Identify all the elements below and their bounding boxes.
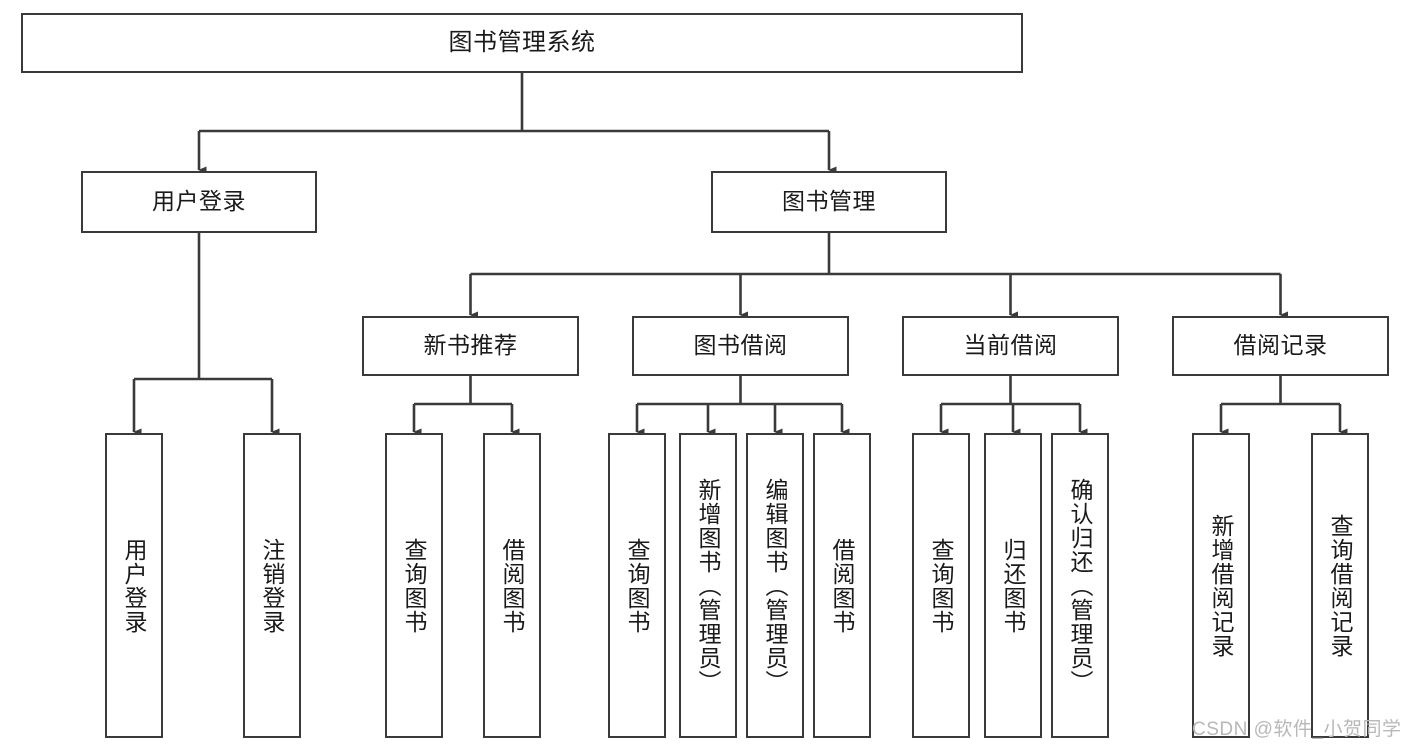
node-login[interactable]: 用户登录 xyxy=(81,171,317,233)
node-label: 借阅图书 xyxy=(829,537,856,634)
edge-group xyxy=(132,73,1348,436)
node-f-add[interactable]: 新增图书（管理员） xyxy=(679,433,737,738)
node-label: 确认归还（管理员） xyxy=(1067,477,1094,694)
node-label: 新增借阅记录 xyxy=(1208,513,1235,658)
node-label: 查询图书 xyxy=(928,537,955,634)
node-f-edit[interactable]: 编辑图书（管理员） xyxy=(746,433,804,738)
node-f-queryrec[interactable]: 查询借阅记录 xyxy=(1311,433,1369,738)
node-label: 借阅记录 xyxy=(1233,332,1328,359)
node-f-query2[interactable]: 查询图书 xyxy=(608,433,666,738)
node-label: 图书借阅 xyxy=(693,332,788,359)
node-f-query3[interactable]: 查询图书 xyxy=(912,433,970,738)
node-label: 编辑图书（管理员） xyxy=(762,477,789,694)
node-bookmgmt[interactable]: 图书管理 xyxy=(711,171,947,233)
node-label: 图书管理系统 xyxy=(448,28,596,56)
node-label: 查询图书 xyxy=(624,537,651,634)
node-f-borrow2[interactable]: 借阅图书 xyxy=(813,433,871,738)
node-f-borrow1[interactable]: 借阅图书 xyxy=(483,433,541,738)
node-f-return[interactable]: 归还图书 xyxy=(984,433,1042,738)
node-f-confirm[interactable]: 确认归还（管理员） xyxy=(1051,433,1109,738)
node-root[interactable]: 图书管理系统 xyxy=(21,13,1023,73)
node-label: 归还图书 xyxy=(1000,537,1027,634)
node-label: 注销登录 xyxy=(259,537,286,634)
node-newbook[interactable]: 新书推荐 xyxy=(362,316,579,376)
node-label: 新书推荐 xyxy=(423,332,518,359)
node-label: 用户登录 xyxy=(152,188,246,215)
node-f-query1[interactable]: 查询图书 xyxy=(385,433,443,738)
node-f-logout[interactable]: 注销登录 xyxy=(243,433,301,738)
node-label: 查询图书 xyxy=(401,537,428,634)
node-label: 借阅图书 xyxy=(499,537,526,634)
node-label: 图书管理 xyxy=(782,188,876,215)
node-records[interactable]: 借阅记录 xyxy=(1172,316,1389,376)
node-current[interactable]: 当前借阅 xyxy=(902,316,1119,376)
node-borrow[interactable]: 图书借阅 xyxy=(632,316,849,376)
node-label: 用户登录 xyxy=(121,537,148,634)
node-f-addrec[interactable]: 新增借阅记录 xyxy=(1192,433,1250,738)
node-label: 当前借阅 xyxy=(963,332,1058,359)
node-label: 查询借阅记录 xyxy=(1327,513,1354,658)
node-f-login[interactable]: 用户登录 xyxy=(105,433,163,738)
node-label: 新增图书（管理员） xyxy=(695,477,722,694)
